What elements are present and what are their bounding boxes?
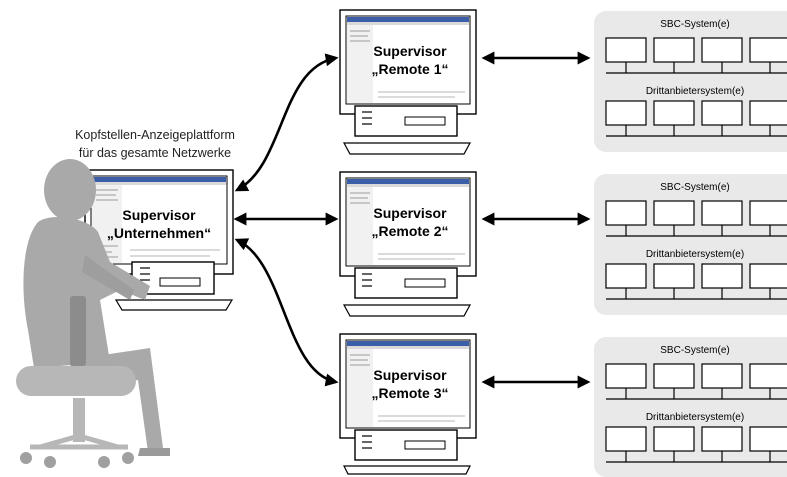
system-panel-3-bottom-label: Drittanbietersystem(e) <box>646 412 744 423</box>
system-panel-2-bottom-label: Drittanbietersystem(e) <box>646 249 744 260</box>
remote-1-label-line1: Supervisor <box>373 43 447 59</box>
headend-caption-line2: für das gesamte Netzwerke <box>78 146 232 160</box>
system-panel-1-top-label: SBC-System(e) <box>660 19 729 30</box>
system-panel-2-top-label: SBC-System(e) <box>660 182 729 193</box>
headend-caption-line1: Kopfstellen-Anzeigeplattform <box>75 128 235 142</box>
headend-label-line2: „Unternehmen“ <box>107 225 211 241</box>
system-panel-3: SBC-System(e) Drittanbietersystem(e) <box>594 337 787 477</box>
arrow-headend-to-remote-1 <box>234 53 339 192</box>
headend-caption: Kopfstellen-Anzeigeplattform für das ges… <box>40 126 270 162</box>
system-panel-2: SBC-System(e) Drittanbietersystem(e) <box>594 174 787 315</box>
remote-computer-3: Supervisor „Remote 3“ <box>339 333 477 475</box>
remote-computer-2: Supervisor „Remote 2“ <box>339 171 477 317</box>
system-panel-3-top-nodes <box>605 363 787 400</box>
remote-1-label-line2: „Remote 1“ <box>371 61 448 77</box>
arrow-headend-to-remote-3 <box>234 238 339 387</box>
remote-2-label-line2: „Remote 2“ <box>371 223 448 239</box>
system-panel-1-bottom-label: Drittanbietersystem(e) <box>646 86 744 97</box>
remote-computer-1: Supervisor „Remote 1“ <box>339 9 477 155</box>
connections <box>233 51 591 389</box>
system-panel-1-bottom-nodes <box>605 100 787 137</box>
system-panel-3-top-label: SBC-System(e) <box>660 345 729 356</box>
person-at-chair <box>16 159 170 468</box>
system-panel-1: SBC-System(e) Drittanbietersystem(e) <box>594 11 787 152</box>
system-panel-2-bottom-nodes <box>605 263 787 300</box>
remote-3-label-line1: Supervisor <box>373 367 447 383</box>
system-panel-3-bottom-nodes <box>605 426 787 463</box>
remote-2-label-line1: Supervisor <box>373 205 447 221</box>
headend-label-line1: Supervisor <box>122 207 196 223</box>
system-panel-2-top-nodes <box>605 200 787 237</box>
system-panel-1-top-nodes <box>605 37 787 74</box>
remote-3-label-line2: „Remote 3“ <box>371 385 448 401</box>
